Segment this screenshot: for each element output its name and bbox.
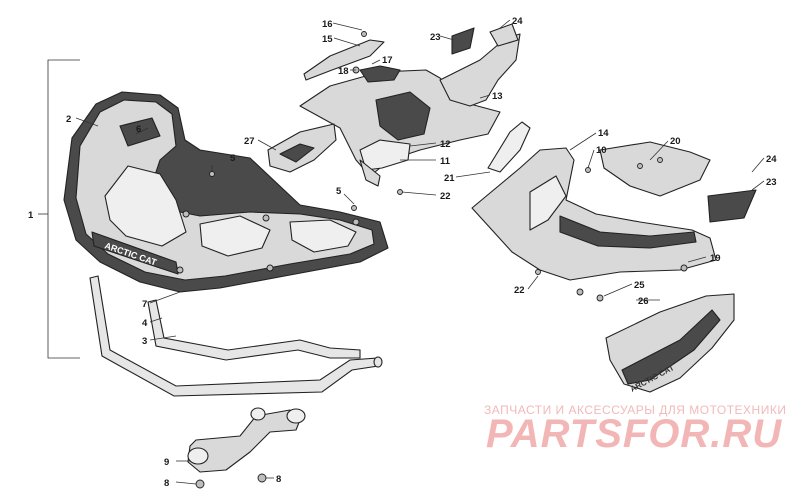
callout-25: 25 (634, 280, 645, 291)
callout-14: 14 (598, 128, 609, 139)
left-side-panel (267, 123, 337, 173)
callout-17: 17 (382, 55, 393, 66)
callout-10: 10 (596, 145, 607, 156)
callout-6: 6 (136, 124, 141, 135)
callout-8b: 8 (276, 474, 281, 485)
front-rack: ARCTIC CAT (63, 91, 389, 293)
callout-9: 9 (164, 457, 169, 468)
watermark-brand: PARTSFOR.RU (486, 412, 783, 456)
callout-23b: 23 (766, 177, 777, 188)
watermark-subtitle: ЗАПЧАСТИ И АКСЕССУАРЫ ДЛЯ МОТОТЕХНИКИ (484, 403, 787, 417)
callout-5b: 5 (336, 186, 342, 197)
callout-22b: 22 (514, 285, 525, 296)
bumper-mount-bracket (187, 407, 306, 489)
callout-13: 13 (492, 91, 503, 102)
callout-2: 2 (66, 114, 71, 125)
callout-5a: 5 (230, 153, 236, 164)
callout-24a: 24 (512, 16, 523, 27)
callout-11: 11 (440, 156, 451, 167)
assembly-bracket (38, 59, 80, 359)
callout-3: 3 (142, 336, 147, 347)
callouts: 1 2 3 4 5 5 6 7 8 8 9 10 11 12 13 14 15 … (28, 16, 777, 489)
callout-23a: 23 (430, 32, 441, 43)
right-upper-panel (439, 23, 521, 107)
right-side-fender (471, 121, 757, 302)
callout-16: 16 (322, 19, 333, 30)
callout-26: 26 (638, 296, 649, 307)
callout-19: 19 (710, 253, 721, 264)
callout-8a: 8 (164, 478, 169, 489)
callout-4: 4 (142, 318, 148, 329)
callout-20: 20 (670, 136, 681, 147)
lower-side-panel: ARCTIC CAT (605, 293, 735, 394)
callout-7: 7 (142, 299, 147, 310)
callout-21: 21 (444, 173, 455, 184)
front-bumper-tube (89, 275, 383, 397)
headlight-trim (303, 31, 401, 83)
leader-lines (75, 19, 765, 485)
callout-24b: 24 (766, 154, 777, 165)
callout-15: 15 (322, 34, 333, 45)
callout-22a: 22 (440, 191, 451, 202)
callout-12: 12 (440, 139, 451, 150)
callout-18: 18 (338, 66, 349, 77)
callout-27: 27 (244, 136, 255, 147)
callout-1: 1 (28, 210, 34, 221)
